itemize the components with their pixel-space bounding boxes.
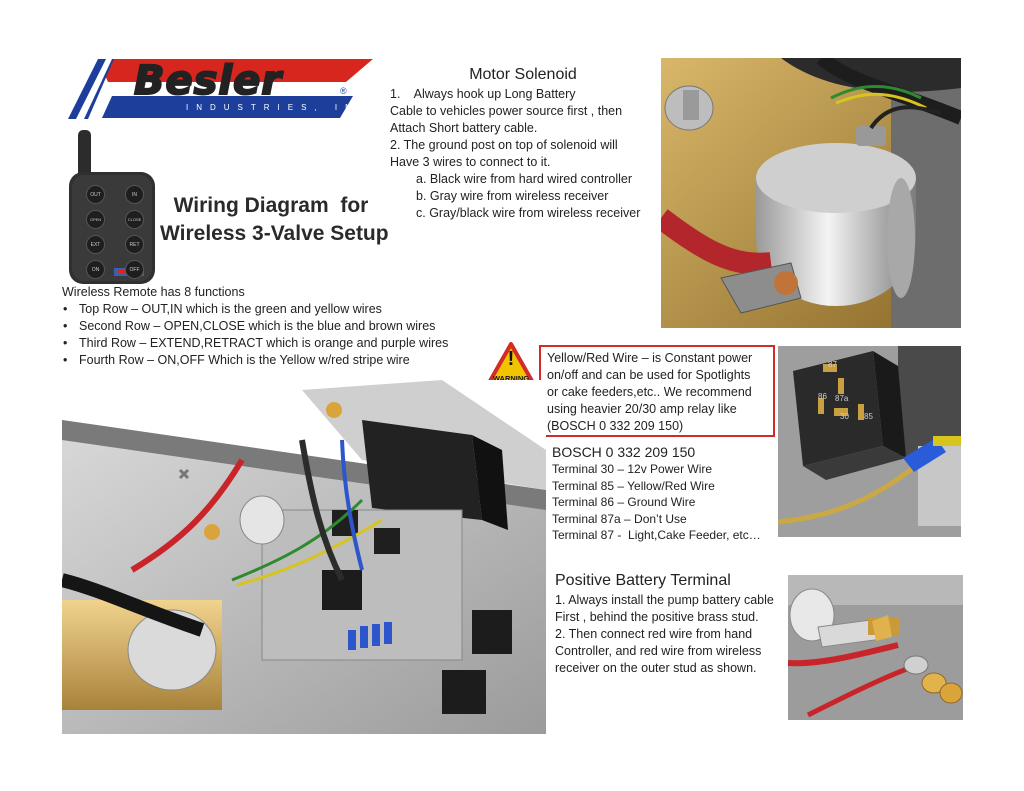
list-item: Fourth Row – ON,OFF Which is the Yellow … (62, 352, 448, 369)
remote-button-in[interactable]: IN (125, 185, 144, 204)
remote-button-off[interactable]: OFF (125, 260, 144, 279)
bosch-terminal-line: Terminal 85 – Yellow/Red Wire (552, 478, 715, 493)
motor-solenoid-line: Cable to vehicles power source first , t… (390, 104, 623, 118)
remote-button-ret[interactable]: RET (125, 235, 144, 254)
list-item: Third Row – EXTEND,RETRACT which is oran… (62, 335, 448, 352)
bosch-heading: BOSCH 0 332 209 150 (552, 444, 696, 460)
bosch-terminal-line: Terminal 87 - Light,Cake Feeder, etc… (552, 528, 761, 542)
constant-power-warning-box: Yellow/Red Wire – is Constant power on/o… (539, 345, 775, 437)
logo-sub-text: INDUSTRIES, INC. (186, 103, 383, 112)
warning-line: using heavier 20/30 amp relay like (547, 402, 737, 416)
motor-solenoid-line: 1. Always hook up Long Battery (390, 87, 576, 101)
warning-sign-symbol: ! (507, 348, 515, 370)
wireless-remote-image: OUT IN OPEN CLOSE EXT RET ON OFF (66, 128, 158, 288)
positive-terminal-line: 1. Always install the pump battery cable (555, 593, 774, 607)
motor-solenoid-photo (661, 58, 961, 328)
battery-terminal-photo (788, 575, 963, 720)
motor-solenoid-line: 2. The ground post on top of solenoid wi… (390, 138, 618, 152)
relay-pin-label: 85 (864, 412, 873, 421)
remote-button-ext[interactable]: EXT (86, 235, 105, 254)
motor-solenoid-line: Have 3 wires to connect to it. (390, 155, 551, 169)
page-title: Wiring Diagram for Wireless 3-Valve Setu… (160, 192, 389, 248)
motor-solenoid-subitem: b. Gray wire from wireless receiver (416, 189, 609, 203)
motor-solenoid-subitem: c. Gray/black wire from wireless receive… (416, 206, 641, 220)
positive-terminal-line: Controller, and red wire from wireless (555, 644, 762, 658)
besler-logo: Besler INDUSTRIES, INC. ® (68, 56, 375, 122)
logo-brand-text: Besler (133, 57, 282, 105)
remote-functions-heading: Wireless Remote has 8 functions (62, 285, 245, 299)
motor-solenoid-subitem: a. Black wire from hard wired controller (416, 172, 633, 186)
motor-solenoid-section: Motor Solenoid 1. Always hook up Long Ba… (390, 66, 656, 222)
positive-terminal-line: receiver on the outer stud as shown. (555, 661, 757, 675)
warning-line: Yellow/Red Wire – is Constant power (547, 351, 753, 365)
motor-solenoid-heading: Motor Solenoid (469, 66, 577, 83)
remote-button-close[interactable]: CLOSE (125, 210, 144, 229)
relay-pin-label: 87 (828, 360, 837, 369)
pump-assembly-photo (62, 380, 546, 734)
bosch-terminal-line: Terminal 30 – 12v Power Wire (552, 462, 713, 476)
relay-pin-label: 87a (835, 394, 849, 403)
warning-line: on/off and can be used for Spotlights (547, 368, 751, 382)
warning-line: (BOSCH 0 332 209 150) (547, 419, 684, 433)
remote-functions-section: Wireless Remote has 8 functions Top Row … (62, 284, 448, 369)
warning-sign-label: WARNING (492, 374, 530, 383)
list-item: Second Row – OPEN,CLOSE which is the blu… (62, 318, 448, 335)
bosch-terminal-line: Terminal 86 – Ground Wire (552, 495, 696, 509)
relay-pin-label: 86 (818, 392, 827, 401)
list-item: Top Row – OUT,IN which is the green and … (62, 301, 448, 318)
positive-terminal-section: Positive Battery Terminal 1. Always inst… (555, 572, 774, 677)
warning-line: or cake feeders,etc.. We recommend (547, 385, 752, 399)
positive-terminal-line: First , behind the positive brass stud. (555, 610, 759, 624)
relay-pin-label: 30 (840, 412, 849, 421)
remote-button-open[interactable]: OPEN (86, 210, 105, 229)
positive-terminal-heading: Positive Battery Terminal (555, 572, 731, 589)
bosch-relay-photo: 87 87a 86 30 85 (778, 346, 961, 537)
remote-functions-list: Top Row – OUT,IN which is the green and … (62, 301, 448, 369)
page-title-line1: Wiring Diagram for (173, 194, 369, 217)
remote-button-grid: OUT IN OPEN CLOSE EXT RET ON OFF (86, 185, 144, 279)
remote-button-on[interactable]: ON (86, 260, 105, 279)
logo-registered-mark: ® (340, 86, 347, 96)
bosch-terminals-section: BOSCH 0 332 209 150 Terminal 30 – 12v Po… (552, 443, 761, 544)
page-title-line2: Wireless 3-Valve Setup (160, 222, 389, 245)
positive-terminal-line: 2. Then connect red wire from hand (555, 627, 753, 641)
motor-solenoid-line: Attach Short battery cable. (390, 121, 538, 135)
bosch-terminal-line: Terminal 87a – Don’t Use (552, 511, 687, 526)
remote-button-out[interactable]: OUT (86, 185, 105, 204)
